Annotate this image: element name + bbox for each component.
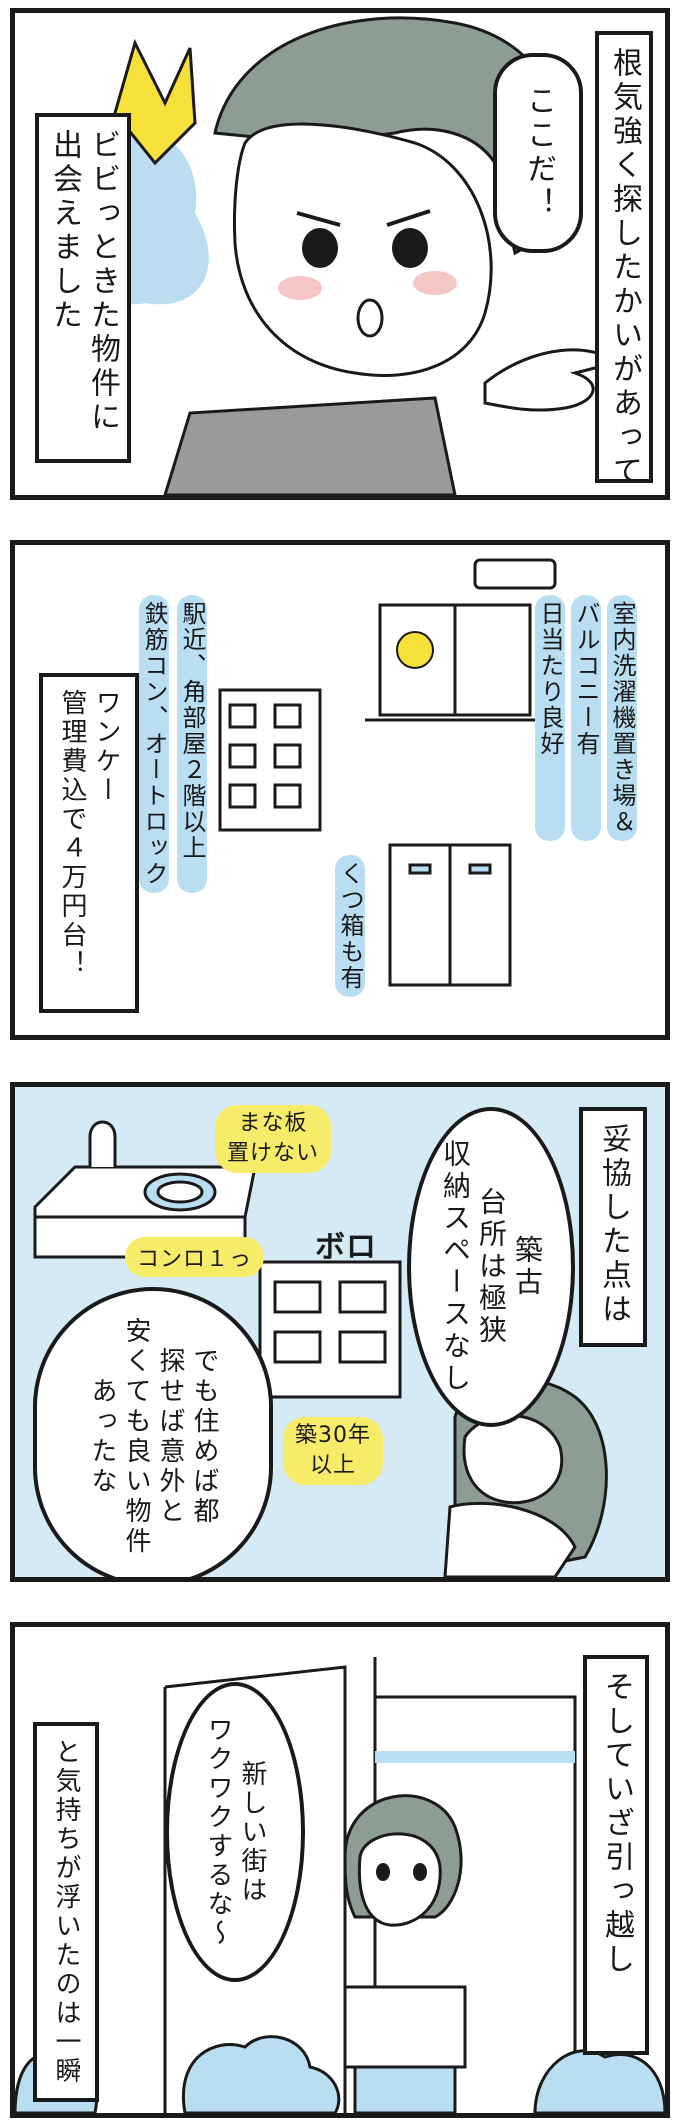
narration-box-right: 根気強く探したかいがあって <box>595 31 653 489</box>
panel2-illustration <box>218 558 557 987</box>
note-window: 室内洗濯機置き場＆ バルコニー有 日当たり良好 <box>535 595 637 841</box>
narration-text: 妥協した点は <box>596 1123 631 1327</box>
narration-line-2: 出会えました <box>47 129 82 333</box>
label-stove: コンロ１っ <box>125 1237 265 1277</box>
narration-text-left: と気持ちが浮いたのは一瞬 <box>51 1738 81 2086</box>
speech-bubble: 新しい街は ワクワクするな〜 <box>165 1682 305 1982</box>
label-cutting-board-line-2: 置けない <box>227 1141 320 1166</box>
narration-line-1: ビビっときた物件に <box>85 129 120 435</box>
speech-text: ここだ！ <box>521 85 556 221</box>
panel4-illustration <box>15 1657 665 2113</box>
note-building: 駅近、角部屋２階以上 鉄筋コン、オートロック <box>139 595 207 893</box>
narration-box: 妥協した点は <box>579 1107 647 1347</box>
speech-bubble: 築古 台所は極狭 収納スペースなし <box>407 1107 575 1427</box>
bubble-line-1: 新しい街は <box>237 1759 267 1905</box>
bubble-line-3: 収納スペースなし <box>439 1139 472 1395</box>
thought-bubble: でも住めば都 探せば意外と 安くても良い物件 あったな <box>33 1287 273 1577</box>
label-building-age: 築30年 以上 <box>283 1417 383 1485</box>
panel-1: 根気強く探したかいがあって ここだ！ ビビっときた物件に 出会えました <box>10 8 670 500</box>
panel-4: そしていざ引っ越し 新しい街は ワクワクするな〜 と気持ちが浮いたのは一瞬 <box>10 1622 670 2118</box>
thought-line-2: 探せば意外と <box>155 1347 185 1527</box>
thought-line-3: 安くても良い物件 <box>121 1317 151 1557</box>
narration-box-right: そしていざ引っ越し <box>583 1655 649 2055</box>
narration-line-1: ワンケー <box>91 689 121 805</box>
bubble-line-2: ワクワクするな〜 <box>203 1716 233 1948</box>
label-cutting-board: まな板 置けない <box>215 1105 332 1173</box>
narration-box-left: と気持ちが浮いたのは一瞬 <box>33 1722 99 2102</box>
bubble-line-2: 台所は極狭 <box>475 1187 508 1347</box>
thought-line-4: あったな <box>87 1377 117 1497</box>
panel-2: ワンケー 管理費込で４万円台！ 駅近、角部屋２階以上 鉄筋コン、オートロック 室… <box>10 540 670 1040</box>
note-shoebox-text: くつ箱も有 <box>335 855 365 997</box>
label-building-age-line-2: 以上 <box>309 1453 356 1478</box>
note-window-line-3: 日当たり良好 <box>535 595 565 841</box>
thought-line-1: でも住めば都 <box>189 1347 219 1527</box>
narration-box: ワンケー 管理費込で４万円台！ <box>39 673 139 1013</box>
narration-text: 根気強く探したかいがあって <box>607 47 642 489</box>
note-building-line-2: 鉄筋コン、オートロック <box>139 595 169 893</box>
note-building-line-1: 駅近、角部屋２階以上 <box>177 595 207 893</box>
narration-box-left: ビビっときた物件に 出会えました <box>35 113 131 463</box>
note-shoebox: くつ箱も有 <box>335 855 365 1001</box>
speech-bubble: ここだ！ <box>493 53 583 253</box>
note-window-line-2: バルコニー有 <box>571 595 601 841</box>
bubble-line-1: 築古 <box>511 1235 544 1299</box>
narration-line-2: 管理費込で４万円台！ <box>57 689 87 979</box>
narration-text: そしていざ引っ越し <box>599 1671 634 1977</box>
label-boro: ボロ <box>315 1230 377 1265</box>
label-cutting-board-line-1: まな板 <box>238 1111 308 1136</box>
panel-3: 妥協した点は 築古 台所は極狭 収納スペースなし でも住めば都 探せば意外と 安… <box>10 1082 670 1582</box>
label-building-age-line-1: 築30年 <box>295 1423 371 1448</box>
note-window-line-1: 室内洗濯機置き場＆ <box>607 595 637 841</box>
